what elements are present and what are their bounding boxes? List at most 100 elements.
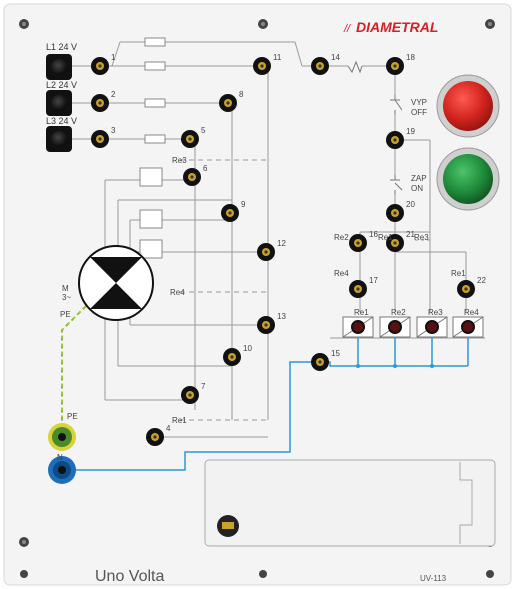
terminal-number: 18 bbox=[406, 53, 415, 62]
motor-phase-label: 3~ bbox=[62, 293, 71, 302]
screw-icon bbox=[485, 19, 495, 29]
terminal-socket[interactable] bbox=[386, 204, 404, 222]
terminal-socket[interactable] bbox=[223, 348, 241, 366]
on-label-1: ZAP bbox=[411, 174, 427, 183]
terminal-number: 15 bbox=[331, 349, 340, 358]
brand-logo: // DIAMETRAL bbox=[343, 19, 438, 35]
terminal-socket[interactable] bbox=[221, 204, 239, 222]
screw-icon bbox=[486, 570, 494, 578]
relay-coil bbox=[342, 316, 374, 338]
terminal-number: 3 bbox=[111, 126, 116, 135]
product-name: Uno Volta bbox=[95, 568, 164, 585]
pe-label: PE bbox=[67, 412, 78, 421]
input-label: L2 24 V bbox=[46, 80, 77, 90]
usb-port-icon[interactable] bbox=[217, 515, 239, 537]
relay-coil bbox=[379, 316, 411, 338]
terminal-socket[interactable] bbox=[386, 234, 404, 252]
terminal-number: 17 bbox=[369, 276, 378, 285]
motor-icon bbox=[78, 245, 154, 321]
relay-label: Re4 bbox=[464, 308, 479, 317]
screw-icon bbox=[19, 19, 29, 29]
off-button[interactable] bbox=[436, 74, 500, 138]
contact-label: Re3 bbox=[172, 156, 187, 165]
relay-label: Re2 bbox=[391, 308, 406, 317]
relay-led-icon bbox=[425, 320, 439, 334]
terminal-socket[interactable] bbox=[257, 316, 275, 334]
contact-label: Re3 bbox=[414, 233, 429, 242]
motor-pe-label: PE bbox=[60, 310, 71, 319]
terminal-socket[interactable] bbox=[349, 234, 367, 252]
relay-label: Re3 bbox=[428, 308, 443, 317]
fuse-icon bbox=[144, 37, 166, 144]
module-slot bbox=[204, 459, 496, 547]
screw-icon bbox=[258, 19, 268, 29]
overload-icon bbox=[347, 60, 363, 74]
terminal-number: 8 bbox=[239, 90, 244, 99]
terminal-socket[interactable] bbox=[146, 428, 164, 446]
terminal-number: 22 bbox=[477, 276, 486, 285]
terminal-socket[interactable] bbox=[181, 130, 199, 148]
terminal-socket[interactable] bbox=[386, 131, 404, 149]
terminal-number: 10 bbox=[243, 344, 252, 353]
contact-label: Re4 bbox=[170, 288, 185, 297]
screw-icon bbox=[19, 537, 29, 547]
terminal-socket[interactable] bbox=[311, 57, 329, 75]
terminal-socket[interactable] bbox=[91, 57, 109, 75]
terminal-number: 20 bbox=[406, 200, 415, 209]
terminal-number: 9 bbox=[241, 200, 246, 209]
terminal-socket[interactable] bbox=[386, 57, 404, 75]
neutral-bus bbox=[64, 361, 468, 471]
neutral-label: N bbox=[57, 453, 63, 462]
on-button[interactable] bbox=[436, 147, 500, 211]
terminal-number: 5 bbox=[201, 126, 206, 135]
terminal-socket[interactable] bbox=[219, 94, 237, 112]
terminal-socket[interactable] bbox=[311, 353, 329, 371]
neutral-jack[interactable] bbox=[48, 456, 76, 484]
input-jack-l3[interactable] bbox=[46, 126, 72, 152]
model-number: UV-113 bbox=[420, 574, 447, 583]
terminal-number: 14 bbox=[331, 53, 340, 62]
contact-label: Re1 bbox=[451, 269, 466, 278]
motor-label: M bbox=[62, 284, 69, 293]
relay-label: Re1 bbox=[354, 308, 369, 317]
contact-label: Re2 bbox=[334, 233, 349, 242]
screw-icon bbox=[259, 570, 267, 578]
terminal-number: 7 bbox=[201, 382, 206, 391]
contact-label: Re1 bbox=[172, 416, 187, 425]
terminal-number: 11 bbox=[273, 53, 282, 62]
panel-face bbox=[3, 3, 512, 586]
terminal-number: 4 bbox=[166, 424, 171, 433]
contact-label: Re4 bbox=[334, 269, 349, 278]
input-jack-l1[interactable] bbox=[46, 54, 72, 80]
terminal-number: 19 bbox=[406, 127, 415, 136]
terminal-socket[interactable] bbox=[253, 57, 271, 75]
terminal-socket[interactable] bbox=[91, 130, 109, 148]
off-label-2: OFF bbox=[411, 108, 427, 117]
relay-coil bbox=[452, 316, 484, 338]
relay-led-icon bbox=[461, 320, 475, 334]
coil-icon bbox=[139, 167, 163, 259]
terminal-socket[interactable] bbox=[349, 280, 367, 298]
svg-text:DIAMETRAL: DIAMETRAL bbox=[356, 19, 438, 35]
off-label-1: VYP bbox=[411, 98, 427, 107]
terminal-socket[interactable] bbox=[91, 94, 109, 112]
svg-text://: // bbox=[343, 23, 351, 35]
input-label: L3 24 V bbox=[46, 116, 77, 126]
input-jack-l2[interactable] bbox=[46, 90, 72, 116]
relay-coil bbox=[416, 316, 448, 338]
contact-label: Re1 bbox=[378, 233, 393, 242]
screw-icon bbox=[20, 570, 28, 578]
terminal-socket[interactable] bbox=[181, 386, 199, 404]
relay-led-icon bbox=[388, 320, 402, 334]
terminal-number: 16 bbox=[369, 230, 378, 239]
terminal-number: 12 bbox=[277, 239, 286, 248]
terminal-number: 1 bbox=[111, 53, 116, 62]
relay-group: Re1 Re2 Re3 Re4 bbox=[342, 308, 484, 338]
terminal-socket[interactable] bbox=[457, 280, 475, 298]
terminal-number: 21 bbox=[406, 230, 415, 239]
pe-jack[interactable] bbox=[48, 423, 76, 451]
terminal-socket[interactable] bbox=[183, 168, 201, 186]
terminal-socket[interactable] bbox=[257, 243, 275, 261]
